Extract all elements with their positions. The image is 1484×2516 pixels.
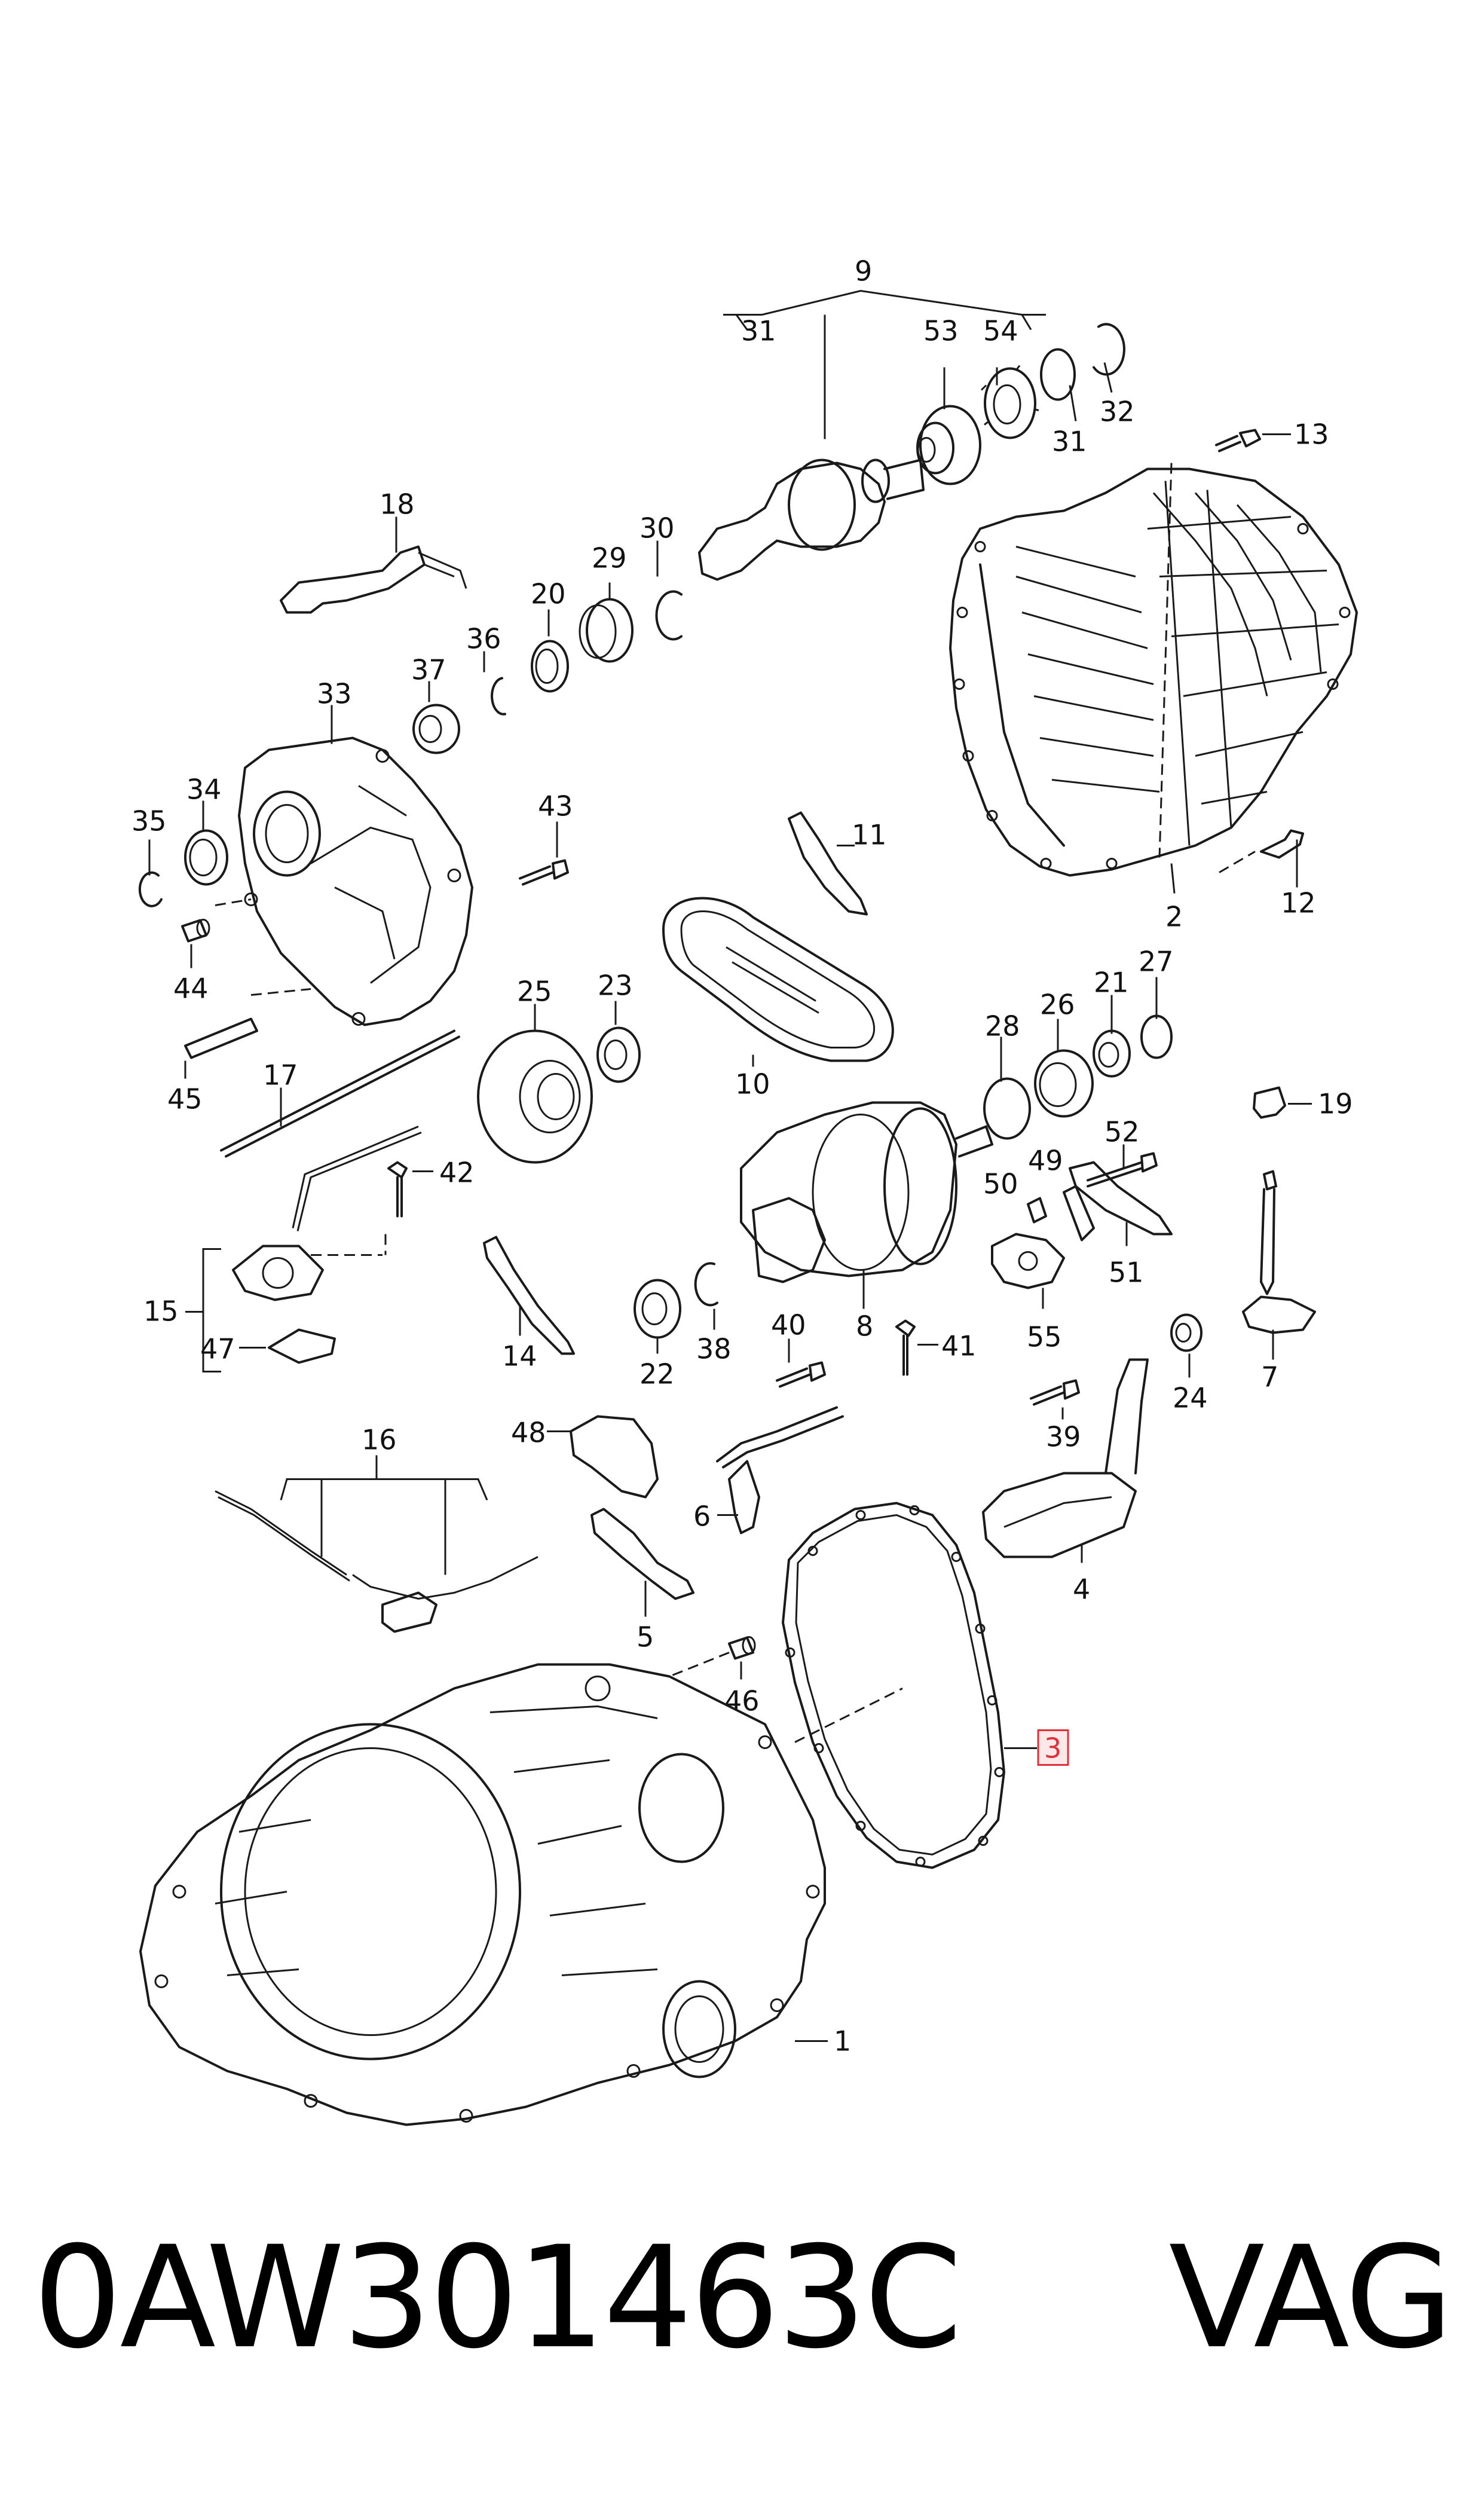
callout-31: 31 xyxy=(741,315,776,347)
bearings-21-26-27-28 xyxy=(983,977,1173,1140)
callout-21: 21 xyxy=(1094,967,1129,999)
callout-12: 12 xyxy=(1281,887,1316,919)
callout-18: 18 xyxy=(380,488,415,521)
callout-29: 29 xyxy=(592,542,627,574)
callout-37: 37 xyxy=(411,654,446,686)
callout-47: 47 xyxy=(200,1333,235,1365)
gasket-3 xyxy=(782,1502,1069,1869)
callout-43: 43 xyxy=(538,790,573,823)
callout-39: 39 xyxy=(1046,1421,1081,1453)
filter-4-bolt-39 xyxy=(982,1358,1149,1563)
callout-27: 27 xyxy=(1139,946,1174,978)
callout-2: 2 xyxy=(1165,901,1183,933)
bracket-18 xyxy=(280,516,467,614)
case-33 xyxy=(215,705,473,1026)
callout-24: 24 xyxy=(1173,1382,1208,1414)
callout-13: 13 xyxy=(1294,418,1329,451)
callout-23: 23 xyxy=(598,970,633,1002)
callout-9: 9 xyxy=(855,255,872,288)
callout-30: 30 xyxy=(640,512,675,545)
harness-15-bolt-42 xyxy=(185,1126,433,1372)
sensor-19 xyxy=(1253,1086,1312,1119)
main-case-1 xyxy=(139,1663,828,2126)
callout-44: 44 xyxy=(173,973,209,1005)
callout-26: 26 xyxy=(1040,989,1075,1021)
callout-28: 28 xyxy=(985,1010,1020,1043)
callout-42: 42 xyxy=(439,1157,475,1189)
bolt-13 xyxy=(1215,429,1291,453)
callout-45: 45 xyxy=(167,1083,203,1115)
bolts-40-41 xyxy=(776,1319,938,1388)
bearing-22-ring-38 xyxy=(634,1262,718,1354)
callout-6: 6 xyxy=(693,1500,711,1533)
shaft-assembly-9 xyxy=(698,289,1125,581)
callout-19: 19 xyxy=(1318,1088,1353,1120)
cables-16 xyxy=(215,1455,538,1633)
callout-25: 25 xyxy=(517,976,552,1008)
bearing-34-ring-35 xyxy=(138,800,228,907)
bushing-44 xyxy=(181,919,210,968)
callout-15: 15 xyxy=(143,1295,179,1328)
callout-40: 40 xyxy=(771,1309,806,1341)
guide-11 xyxy=(788,811,868,916)
seal-25-bearing-23 xyxy=(477,1001,641,1164)
callout-8: 8 xyxy=(856,1310,873,1343)
guide-14 xyxy=(483,1236,575,1355)
bearings-20-29-30-36-37 xyxy=(412,540,683,754)
callout-50: 50 xyxy=(983,1168,1018,1200)
callout-53: 53 xyxy=(923,315,959,347)
callout-36: 36 xyxy=(466,623,501,655)
callout-52: 52 xyxy=(1104,1116,1140,1148)
part-number-label: 0AW301463C xyxy=(33,2217,962,2380)
callout-4: 4 xyxy=(1073,1573,1090,1606)
callout-22: 22 xyxy=(640,1358,675,1390)
rear-housing-2 xyxy=(949,463,1358,894)
callout-49: 49 xyxy=(1028,1145,1063,1177)
callout-10: 10 xyxy=(735,1068,770,1100)
pulley-8 xyxy=(740,1101,993,1309)
levers-49-50-51-52-55 xyxy=(991,1144,1173,1309)
callout-55: 55 xyxy=(1027,1321,1062,1353)
callout-41: 41 xyxy=(941,1330,977,1362)
chain-belt-10 xyxy=(662,897,894,1067)
callout-3[interactable]: 3 xyxy=(1044,1732,1061,1765)
shift-shaft-7 xyxy=(1242,1170,1316,1360)
callout-51: 51 xyxy=(1109,1257,1144,1289)
bolt-12 xyxy=(1219,829,1304,888)
callout-48: 48 xyxy=(511,1417,546,1449)
callout-32: 32 xyxy=(1100,396,1135,428)
callout-17: 17 xyxy=(263,1059,298,1092)
bolt-43 xyxy=(519,821,569,886)
footer: 0AW301463C VAG xyxy=(0,2200,1484,2397)
callout-38: 38 xyxy=(696,1333,732,1365)
callout-34: 34 xyxy=(186,774,222,806)
pin-45-rod-17 xyxy=(184,1017,460,1158)
brackets-5-6-48 xyxy=(547,1406,844,1617)
callout-54: 54 xyxy=(983,315,1018,347)
callout-7: 7 xyxy=(1261,1361,1278,1393)
callout-33: 33 xyxy=(317,678,352,710)
callout-14: 14 xyxy=(502,1340,537,1372)
callout-5: 5 xyxy=(637,1621,654,1653)
brand-label: VAG xyxy=(1168,2217,1454,2380)
callout-16: 16 xyxy=(362,1424,397,1456)
callout-31b: 31 xyxy=(1052,426,1087,458)
callout-20: 20 xyxy=(531,578,566,610)
callout-11: 11 xyxy=(852,819,887,851)
callout-1: 1 xyxy=(834,2025,851,2058)
sleeve-46 xyxy=(669,1636,756,1680)
callout-35: 35 xyxy=(131,805,167,837)
cap-24 xyxy=(1170,1313,1203,1378)
